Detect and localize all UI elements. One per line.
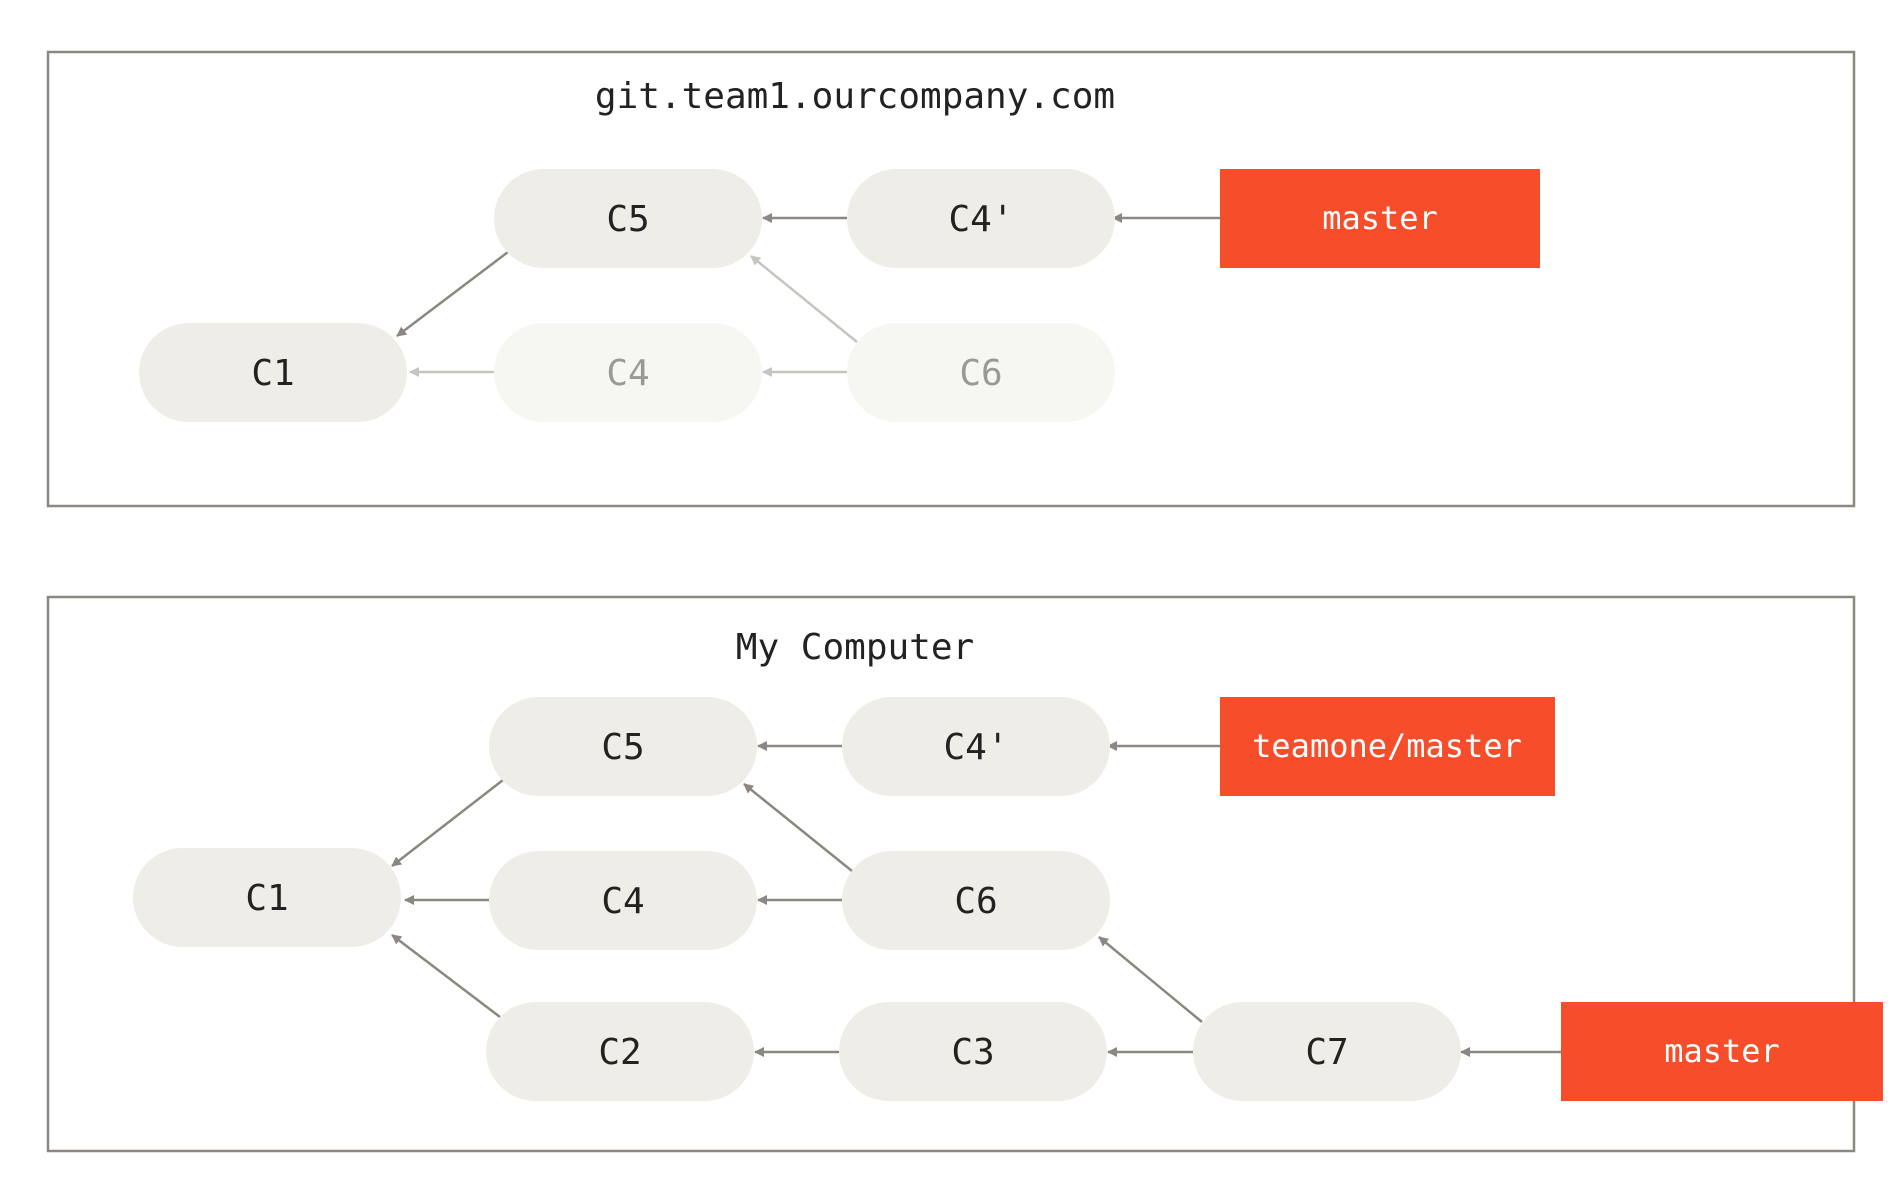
- branch-badge: [1561, 1002, 1883, 1101]
- branch-badge: [1220, 169, 1540, 268]
- local-panel-frame: [46, 595, 1856, 1153]
- commit-label: C4: [606, 353, 649, 394]
- server-commit-c4prime: C4': [847, 169, 1115, 268]
- commit-node: [133, 848, 401, 947]
- server-commit-c5: C5: [494, 169, 762, 268]
- local-commit-c6: C6: [842, 851, 1110, 950]
- local-commit-c4prime: C4': [842, 697, 1110, 796]
- commit-label: C5: [601, 727, 644, 768]
- edge-c6-to-c5: [750, 255, 858, 343]
- commit-label: C6: [954, 881, 997, 922]
- local-commit-c2: C2: [486, 1002, 754, 1101]
- local-ref-master: master: [1561, 1002, 1883, 1101]
- local-panel: My Computer C5 C4' C1: [46, 595, 1883, 1153]
- local-panel-title: My Computer: [736, 627, 974, 668]
- server-commit-c4-ghost: C4: [494, 323, 762, 422]
- commit-node: [847, 169, 1115, 268]
- commit-node: [839, 1002, 1107, 1101]
- local-commit-c7: C7: [1193, 1002, 1461, 1101]
- commit-label: C7: [1305, 1032, 1348, 1073]
- server-commit-c6-ghost: C6: [847, 323, 1115, 422]
- server-commit-c1: C1: [139, 323, 407, 422]
- commit-node: [494, 169, 762, 268]
- commit-node: [842, 697, 1110, 796]
- commit-label: C5: [606, 199, 649, 240]
- commit-label: C2: [598, 1032, 641, 1073]
- server-panel-frame: [46, 50, 1856, 508]
- branch-badge: [1220, 697, 1555, 796]
- local-commit-c4: C4: [489, 851, 757, 950]
- local-commit-c1: C1: [133, 848, 401, 947]
- branch-label: teamone/master: [1252, 727, 1522, 765]
- local-commit-c3: C3: [839, 1002, 1107, 1101]
- commit-label: C4: [601, 881, 644, 922]
- local-ref-teamone-master: teamone/master: [1220, 697, 1555, 796]
- edge-c5-to-c1: [391, 779, 504, 867]
- edge-c5-to-c1: [396, 251, 509, 337]
- server-panel-title: git.team1.ourcompany.com: [595, 76, 1115, 117]
- branch-label: master: [1664, 1032, 1780, 1070]
- local-commit-c5: C5: [489, 697, 757, 796]
- edge-c6-to-c5: [743, 783, 853, 872]
- commit-label: C1: [251, 353, 294, 394]
- edge-c2-to-c1: [391, 934, 501, 1018]
- edge-c7-to-c6: [1098, 936, 1203, 1023]
- server-edges: [396, 213, 1220, 377]
- commit-node: [842, 851, 1110, 950]
- commit-node: [486, 1002, 754, 1101]
- commit-label: C6: [959, 353, 1002, 394]
- commit-node: [494, 323, 762, 422]
- commit-label: C4': [943, 727, 1008, 768]
- commit-node: [847, 323, 1115, 422]
- commit-node: [1193, 1002, 1461, 1101]
- server-panel: git.team1.ourcompany.com C5 C4' C1 C4: [46, 50, 1856, 508]
- commit-label: C3: [951, 1032, 994, 1073]
- server-ref-master: master: [1220, 169, 1540, 268]
- commit-label: C1: [245, 878, 288, 919]
- branch-label: master: [1322, 199, 1438, 237]
- commit-node: [489, 697, 757, 796]
- commit-node: [139, 323, 407, 422]
- commit-label: C4': [948, 199, 1013, 240]
- local-edges: [391, 741, 1561, 1057]
- commit-node: [489, 851, 757, 950]
